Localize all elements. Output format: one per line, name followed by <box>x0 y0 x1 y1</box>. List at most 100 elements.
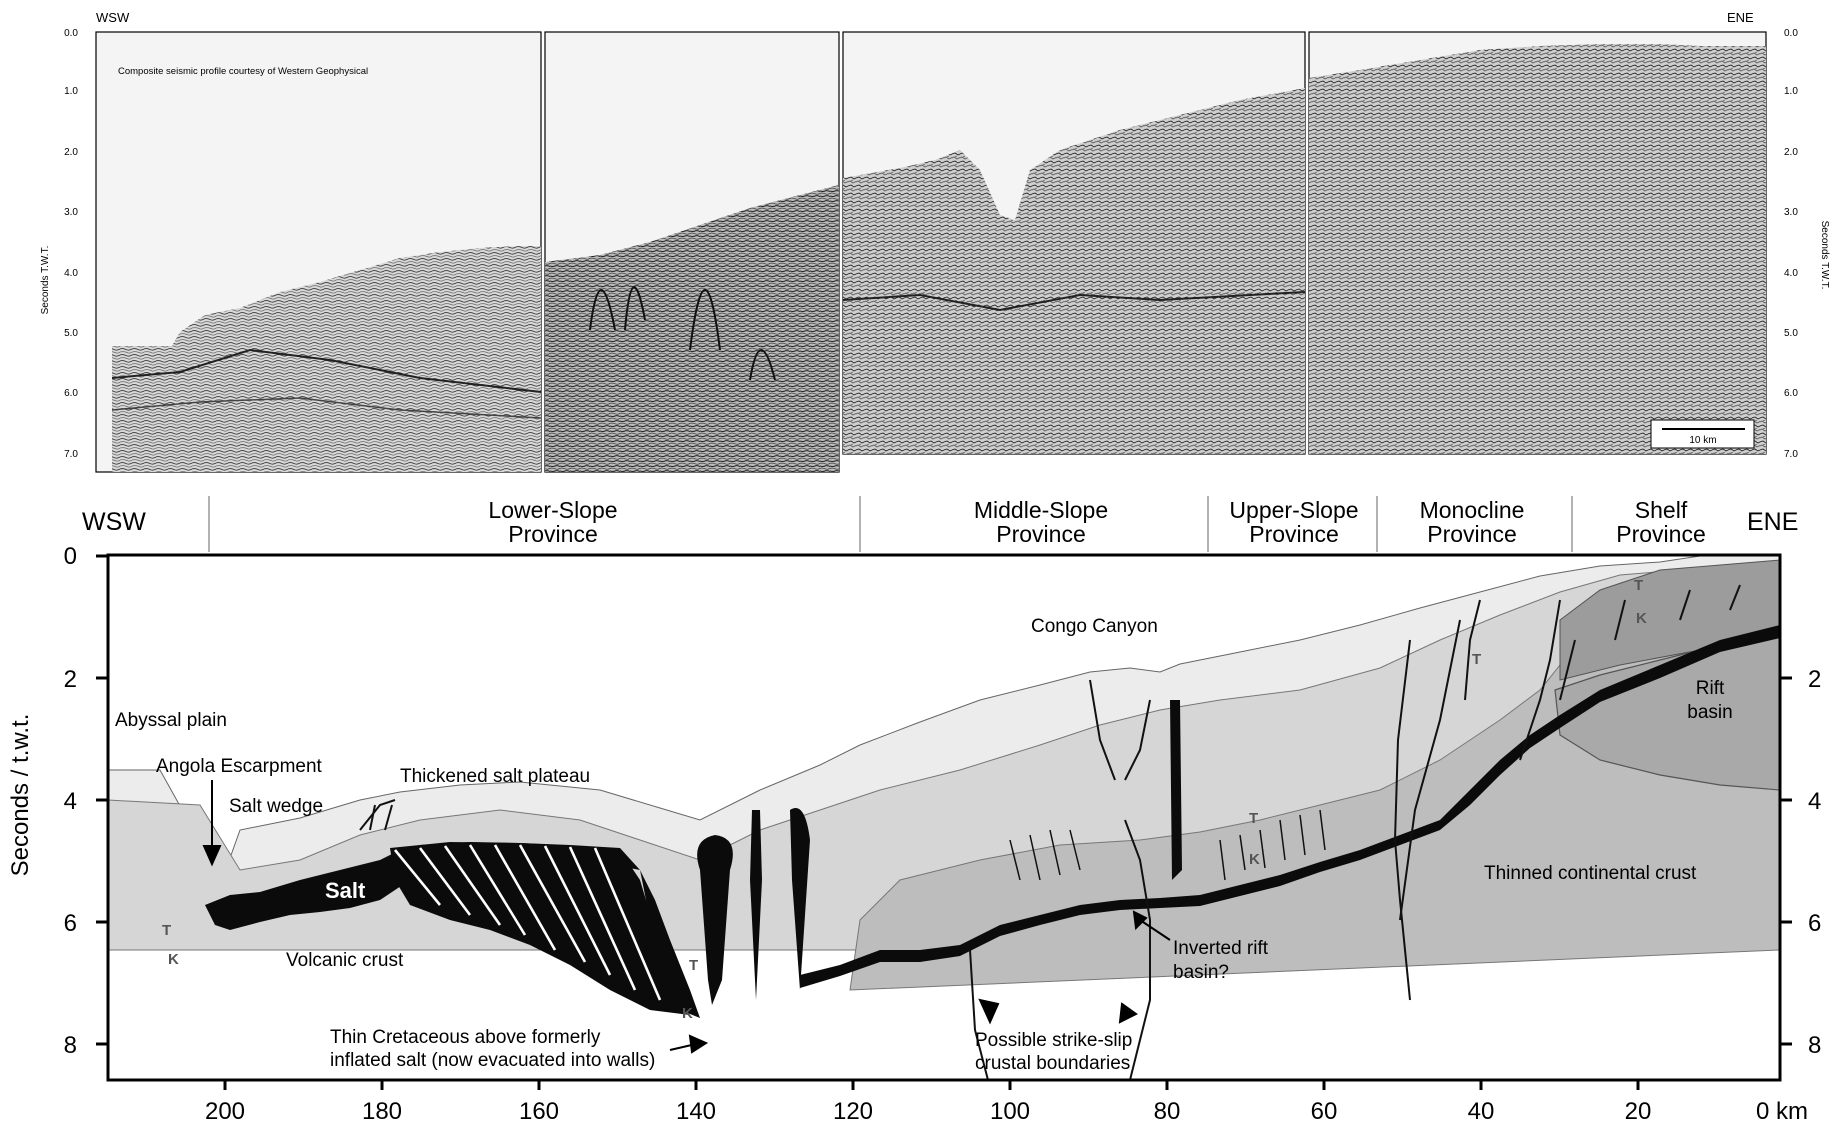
province-shelf: Shelf <box>1635 497 1688 523</box>
section-ytick: 2 <box>64 666 77 693</box>
seismic-tick-left: 1.0 <box>64 86 78 97</box>
seismic-tick-left: 0.0 <box>64 28 78 39</box>
label-abyssal-plain: Abyssal plain <box>115 710 227 731</box>
section-xtick: 60 <box>1311 1098 1338 1125</box>
province-monocline: Monocline <box>1420 497 1525 523</box>
section-ytick-right: 4 <box>1808 788 1821 815</box>
shelf-wedge <box>1559 559 1780 681</box>
seismic-segment-4: 10 km <box>1308 31 1767 455</box>
label-salt-wedge: Salt wedge <box>229 796 323 817</box>
marker-k: K <box>168 951 179 968</box>
seismic-wsw-label: WSW <box>96 10 130 25</box>
section-xtick: 200 <box>205 1098 245 1125</box>
section-ytick: 0 <box>64 543 77 570</box>
section-xtick: 80 <box>1154 1098 1181 1125</box>
seismic-axis-label-right: Seconds T.W.T. <box>1819 221 1830 290</box>
section-ytick: 4 <box>64 788 77 815</box>
section-ene-label: ENE <box>1747 508 1798 536</box>
section-x-axis: 200 180 160 140 120 100 80 60 40 20 0 km <box>205 1080 1808 1125</box>
salt-body <box>205 842 700 1018</box>
label-strike-slip-1: Possible strike-slip <box>975 1030 1132 1051</box>
section-xtick: 120 <box>833 1098 873 1125</box>
seismic-tick-right: 6.0 <box>1784 388 1798 399</box>
seismic-tick-right: 2.0 <box>1784 147 1798 158</box>
marker-k: K <box>1636 610 1647 627</box>
province-lower-slope: Lower-Slope <box>488 497 617 523</box>
seismic-tick-left: 5.0 <box>64 328 78 339</box>
province-middle-slope-sub: Province <box>996 521 1085 547</box>
province-header: WSW ENE Lower-Slope Province Middle-Slop… <box>82 496 1798 552</box>
seismic-tick-right: 3.0 <box>1784 207 1798 218</box>
seismic-tick-left: 7.0 <box>64 449 78 460</box>
label-congo-canyon: Congo Canyon <box>1031 616 1158 637</box>
section-xtick: 180 <box>362 1098 402 1125</box>
marker-k: K <box>1249 851 1260 868</box>
marker-t: T <box>1472 651 1481 668</box>
province-lower-slope-sub: Province <box>508 521 597 547</box>
section-xtick: 40 <box>1468 1098 1495 1125</box>
stratigraphic-markers: T K T K T K T T K <box>162 577 1647 1022</box>
section-annotations: Abyssal plain Angola Escarpment Salt wed… <box>115 616 1733 1074</box>
seismic-axis-label-left: Seconds T.W.T. <box>40 246 51 315</box>
label-thickened-salt-plateau: Thickened salt plateau <box>400 766 590 787</box>
label-salt: Salt <box>325 878 366 903</box>
salt-wall <box>1170 700 1182 880</box>
section-ytick-right: 8 <box>1808 1032 1821 1059</box>
section-xtick: 20 <box>1625 1098 1652 1125</box>
label-rift-basin-1: Rift <box>1696 678 1725 699</box>
rift-basin <box>1554 629 1780 791</box>
marker-t: T <box>162 922 171 939</box>
province-shelf-sub: Province <box>1616 521 1705 547</box>
label-rift-basin-2: basin <box>1687 702 1732 723</box>
section-ytick-right: 2 <box>1808 666 1821 693</box>
seismic-panel: WSW ENE 0.0 1.0 2.0 3.0 4.0 5.0 6.0 7.0 … <box>40 10 1830 473</box>
strike-slip-arrow-left <box>978 998 1000 1025</box>
label-thinned-crust: Thinned continental crust <box>1484 863 1697 884</box>
marker-k: K <box>682 1005 693 1022</box>
seismic-tick-right: 0.0 <box>1784 28 1798 39</box>
section-frame <box>106 553 1782 1082</box>
label-thin-cretaceous-2: inflated salt (now evacuated into walls) <box>330 1050 655 1071</box>
label-angola-escarpment: Angola Escarpment <box>156 756 323 777</box>
seismic-tick-left: 4.0 <box>64 268 78 279</box>
seismic-segment-2 <box>544 31 840 473</box>
basal-detachment <box>800 625 1780 988</box>
growth-faults <box>1009 809 1326 881</box>
section-ytick-right: 6 <box>1808 910 1821 937</box>
seismic-scale-label: 10 km <box>1689 435 1716 446</box>
seismic-ene-label: ENE <box>1727 10 1754 25</box>
salt-plateau <box>390 842 690 1015</box>
salt-wall <box>790 808 810 990</box>
seismic-left-axis: 0.0 1.0 2.0 3.0 4.0 5.0 6.0 7.0 <box>64 28 97 472</box>
section-xtick: 100 <box>990 1098 1030 1125</box>
marker-t: T <box>1634 577 1643 594</box>
section-xtick: 160 <box>519 1098 559 1125</box>
salt-diapir <box>697 835 733 1005</box>
seismic-tick-right: 4.0 <box>1784 268 1798 279</box>
marker-t: T <box>689 957 698 974</box>
label-inverted-rift-2: basin? <box>1173 962 1229 983</box>
section-ytick: 8 <box>64 1032 77 1059</box>
section-y-axis-left: 0 2 4 6 8 <box>64 543 108 1059</box>
label-thin-cretaceous-1: Thin Cretaceous above formerly <box>330 1027 601 1048</box>
seismic-tick-right: 5.0 <box>1784 328 1798 339</box>
seismic-tick-right: 7.0 <box>1784 449 1798 460</box>
section-xtick: 140 <box>676 1098 716 1125</box>
seismic-tick-left: 3.0 <box>64 207 78 218</box>
province-monocline-sub: Province <box>1427 521 1516 547</box>
province-upper-slope: Upper-Slope <box>1229 497 1358 523</box>
seismic-tick-left: 6.0 <box>64 388 78 399</box>
seismic-tick-left: 2.0 <box>64 147 78 158</box>
fault-lines <box>359 584 1741 1080</box>
label-strike-slip-2: crustal boundaries <box>975 1053 1130 1074</box>
strike-slip-arrow-right <box>1118 1002 1138 1024</box>
salt-wall <box>750 810 762 1000</box>
annotation-arrows <box>202 780 1171 1054</box>
seismic-segment-1: Composite seismic profile courtesy of We… <box>95 31 542 473</box>
geology-cross-section <box>108 555 1780 1080</box>
section-ytick: 6 <box>64 910 77 937</box>
seismic-right-axis: 0.0 1.0 2.0 3.0 4.0 5.0 6.0 7.0 <box>1784 28 1798 460</box>
marker-t: T <box>1249 810 1258 827</box>
salt-stripes <box>393 844 662 1001</box>
